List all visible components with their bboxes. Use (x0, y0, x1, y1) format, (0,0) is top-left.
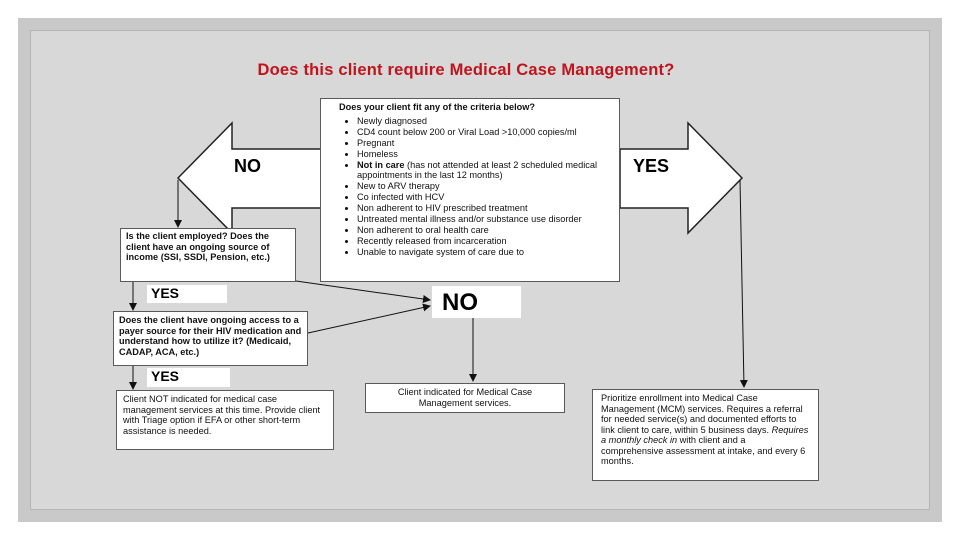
no-arrow-label: NO (234, 156, 261, 176)
no-big-arrow (176, 121, 323, 235)
criteria-item: Pregnant (357, 138, 611, 149)
yes-arrow-label: YES (633, 156, 670, 176)
criteria-item: Recently released from incarceration (357, 236, 611, 247)
criteria-list: Newly diagnosed CD4 count below 200 or V… (343, 116, 611, 258)
criteria-item: Homeless (357, 149, 611, 160)
criteria-item: Co infected with HCV (357, 192, 611, 203)
yes-big-arrow (619, 121, 744, 235)
connector-q2-to-no (307, 303, 431, 334)
criteria-item: Non adherent to HIV prescribed treatment (357, 203, 611, 214)
diagram-title: Does this client require Medical Case Ma… (257, 61, 675, 79)
criteria-box: Does your client fit any of the criteria… (320, 98, 620, 282)
yes-label-q2: YES (147, 368, 230, 387)
criteria-item: Unable to navigate system of care due to (357, 247, 611, 258)
criteria-item: Untreated mental illness and/or substanc… (357, 214, 611, 225)
payer-question-box: Does the client have ongoing access to a… (113, 311, 308, 366)
prioritize-box: Prioritize enrollment into Medical Case … (592, 389, 819, 481)
prioritize-text-2: with client and a comprehensive assessme… (601, 435, 806, 466)
prioritize-text-1: Prioritize enrollment into Medical Case … (601, 393, 803, 435)
criteria-bold-prefix: Not in care (357, 159, 405, 170)
criteria-item: CD4 count below 200 or Viral Load >10,00… (357, 127, 611, 138)
criteria-item: Newly diagnosed (357, 116, 611, 127)
criteria-item: New to ARV therapy (357, 181, 611, 192)
criteria-item-rest: (has not attended at least 2 scheduled m… (357, 159, 598, 181)
not-indicated-box: Client NOT indicated for medical case ma… (116, 390, 334, 450)
no-decision-box: NO (432, 286, 521, 318)
connector-yes-to-prioritize (739, 179, 748, 388)
yes-label-q1: YES (147, 285, 227, 303)
criteria-heading: Does your client fit any of the criteria… (339, 102, 536, 112)
criteria-item: Non adherent to oral health care (357, 225, 611, 236)
indicated-box: Client indicated for Medical Case Manage… (365, 383, 565, 413)
criteria-item: Not in care (has not attended at least 2… (357, 160, 611, 181)
prioritize-italic: Requires a monthly check in (601, 424, 809, 446)
employment-question-box: Is the client employed? Does the client … (120, 228, 296, 282)
connector-q1-to-no (295, 280, 431, 303)
